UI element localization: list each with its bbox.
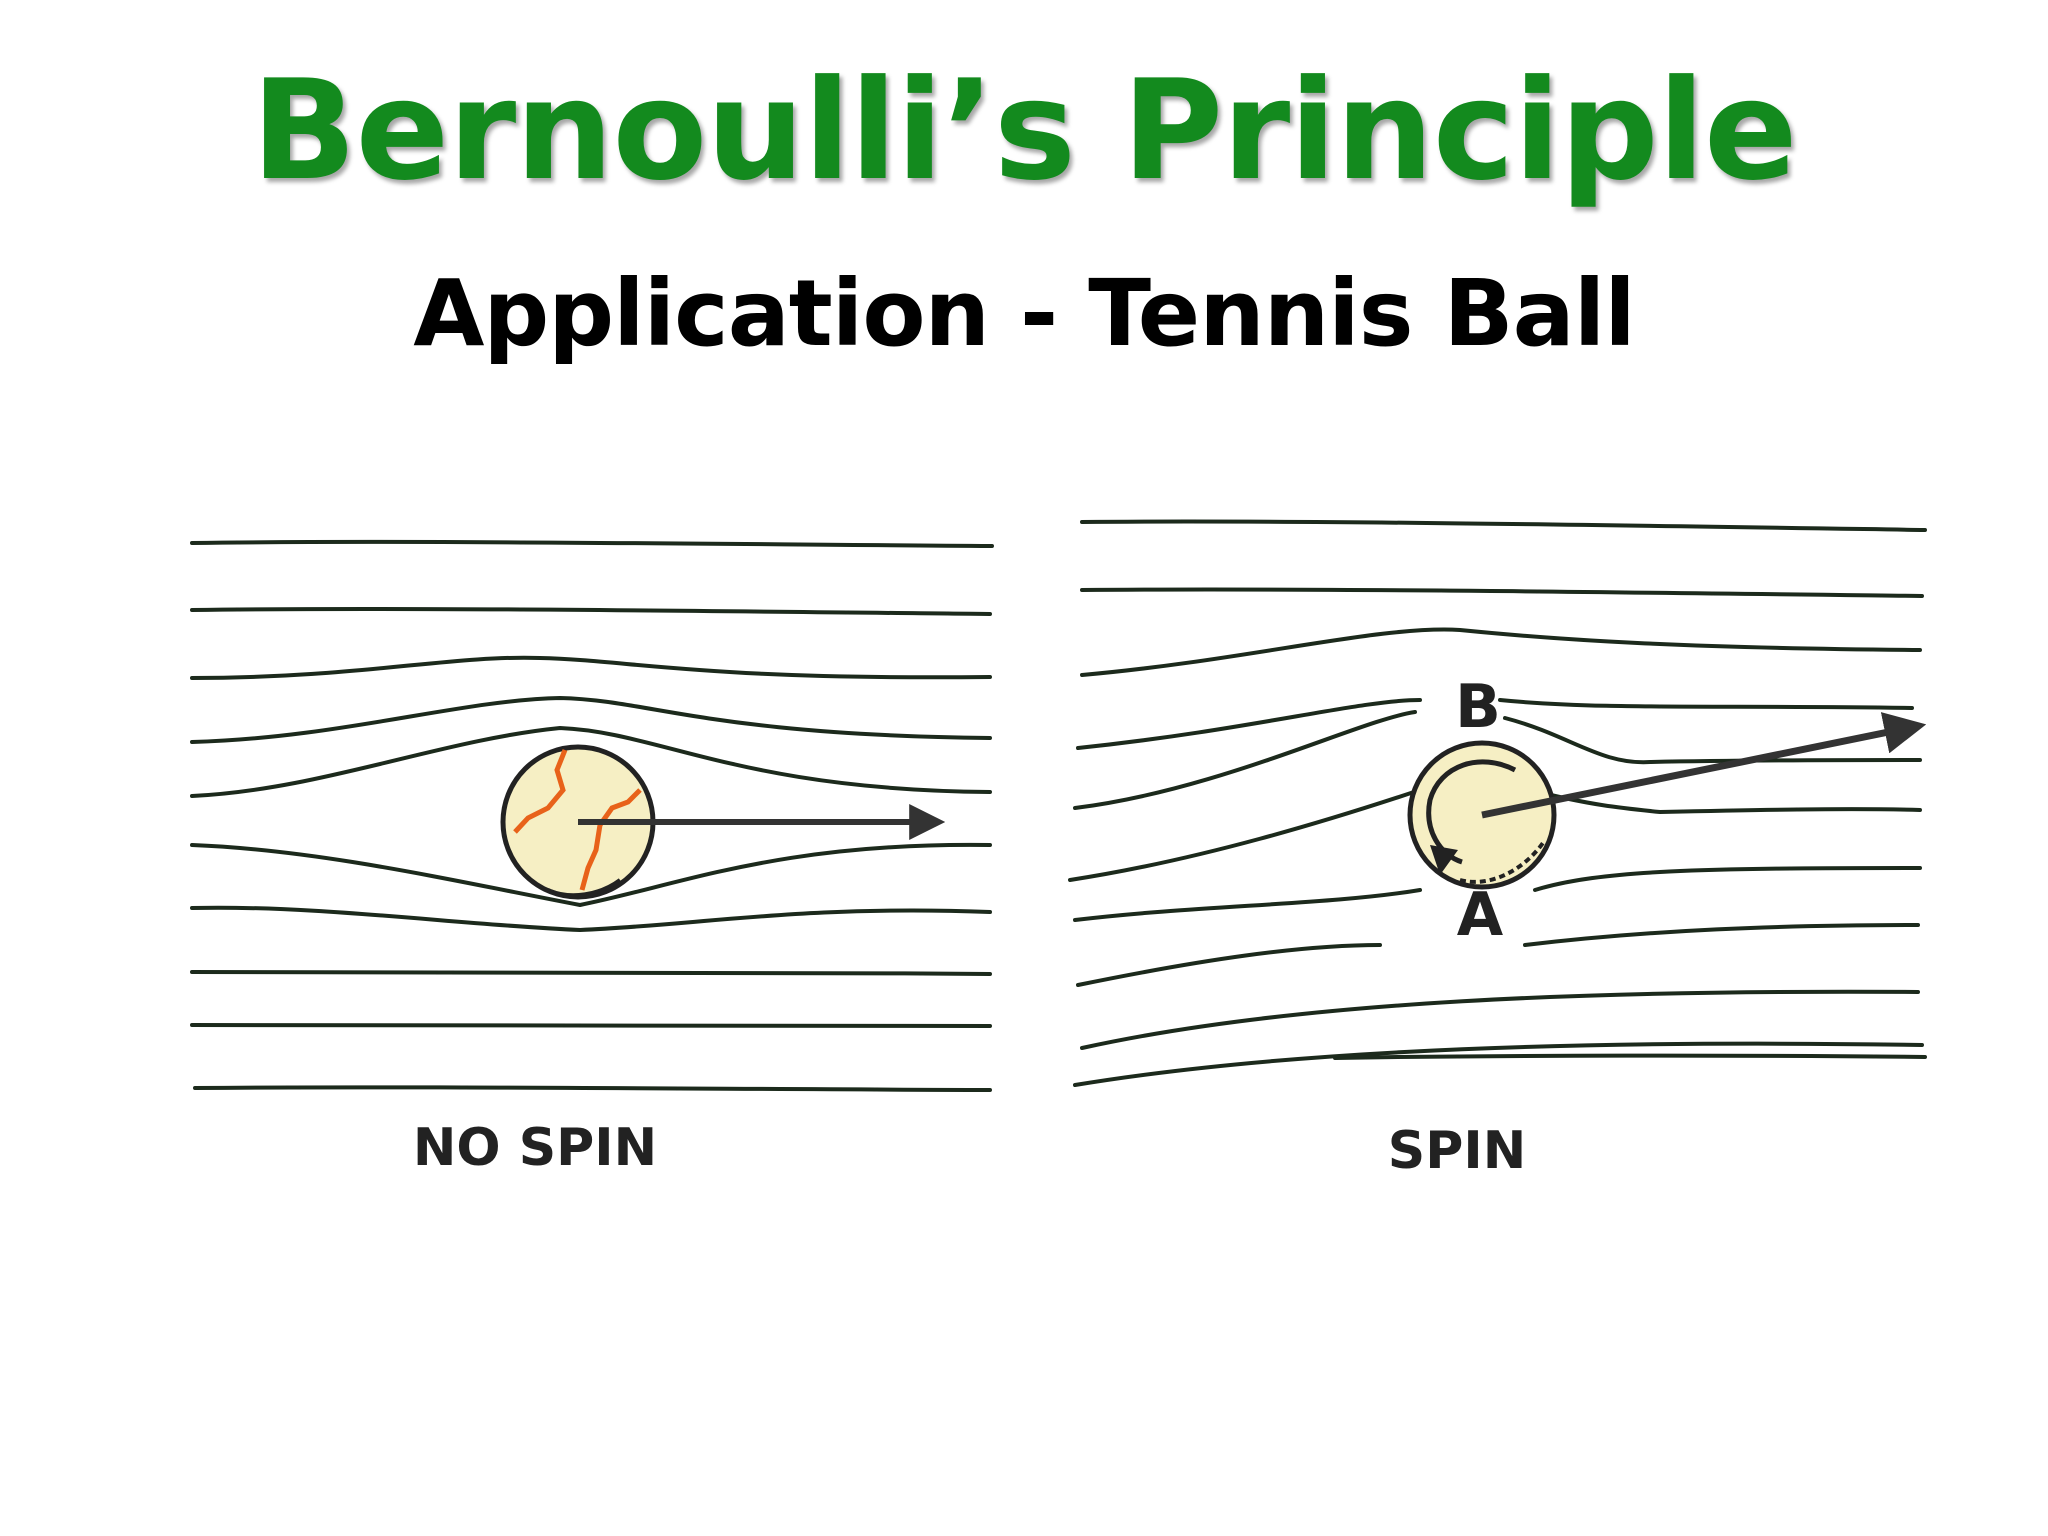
streamline xyxy=(193,1085,992,1092)
streamline xyxy=(1068,788,1922,882)
streamline xyxy=(190,606,992,616)
streamline xyxy=(190,1022,992,1028)
streamline xyxy=(1076,923,1920,987)
streamline xyxy=(1073,1041,1924,1087)
spin-panel: B A SPIN xyxy=(1068,519,1927,1181)
streamline xyxy=(190,725,992,798)
streamline xyxy=(190,905,992,933)
streamline xyxy=(1333,1053,1927,1060)
no-spin-streamlines xyxy=(190,539,994,1092)
slide-title: Bernoulli’s Principle xyxy=(251,50,1797,211)
rotation-arrowhead-icon xyxy=(1430,845,1458,875)
streamline xyxy=(1080,519,1927,532)
streamline xyxy=(1080,587,1924,598)
streamline xyxy=(1073,710,1922,810)
streamline xyxy=(1080,627,1922,677)
spin-label: SPIN xyxy=(1388,1121,1526,1181)
streamline xyxy=(1073,866,1922,922)
streamline xyxy=(190,969,992,976)
no-spin-panel: NO SPIN xyxy=(190,539,994,1178)
streamline xyxy=(1076,698,1914,750)
ball-motion-arrow-curved xyxy=(1481,712,1927,819)
point-b-label: B xyxy=(1455,672,1501,742)
streamline xyxy=(190,695,992,744)
streamline xyxy=(190,842,992,908)
streamline xyxy=(190,539,994,548)
point-a-label: A xyxy=(1457,880,1504,950)
spin-streamlines xyxy=(1068,519,1927,1087)
streamline xyxy=(1080,989,1920,1050)
no-spin-label: NO SPIN xyxy=(413,1118,657,1178)
streamline xyxy=(190,655,992,680)
slide-subtitle: Application - Tennis Ball xyxy=(413,260,1636,367)
